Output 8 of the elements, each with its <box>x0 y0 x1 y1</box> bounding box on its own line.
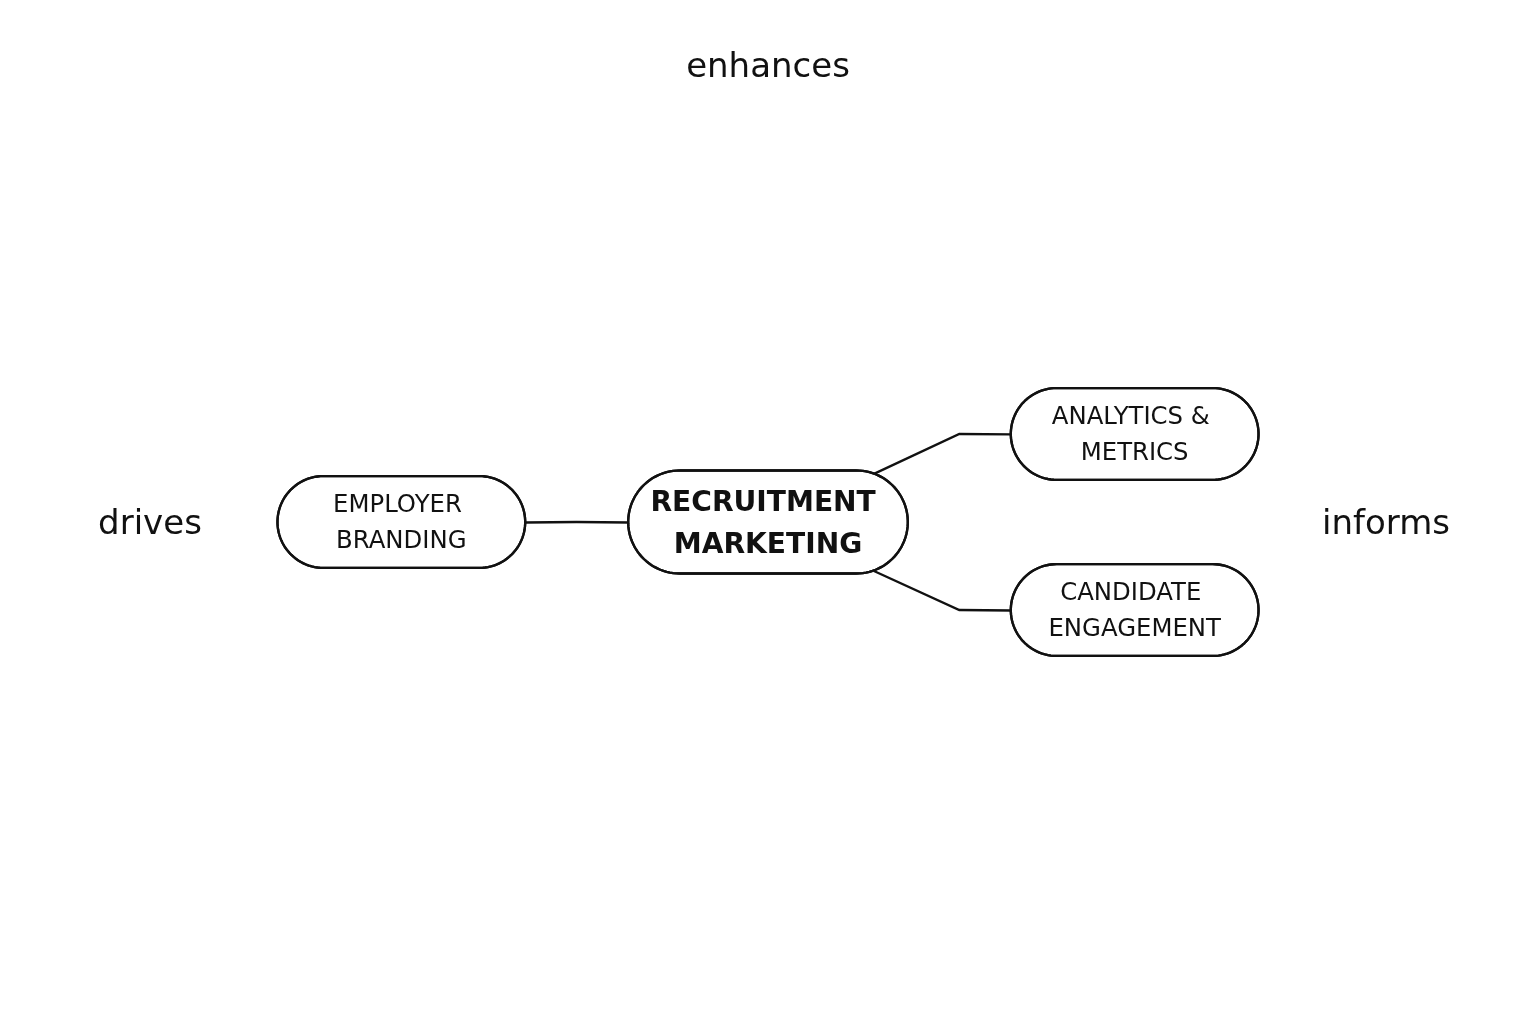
relation-label: enhances <box>686 45 850 85</box>
oval-node: CANDIDATE ENGAGEMENT <box>1009 563 1260 658</box>
oval-node: ANALYTICS & METRICS <box>1009 386 1260 482</box>
connector-line <box>525 520 629 524</box>
relation-label: informs <box>1322 502 1450 542</box>
oval-node: RECRUITMENT MARKETING <box>627 469 909 575</box>
relation-label: drives <box>98 502 202 542</box>
oval-node: EMPLOYER BRANDING <box>276 474 527 570</box>
